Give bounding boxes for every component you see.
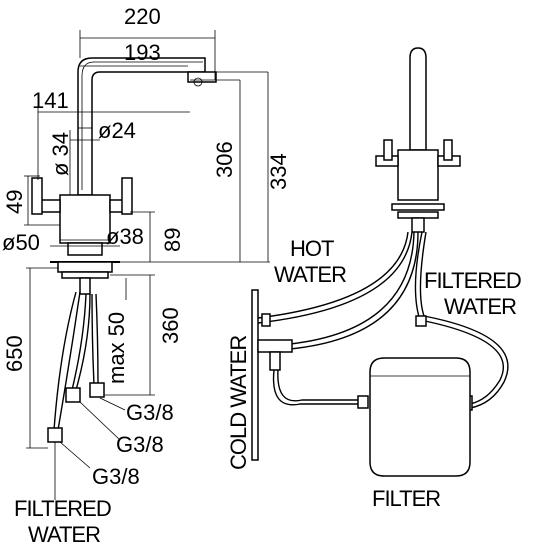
- cold-water-label: COLD WATER: [226, 336, 251, 470]
- dim-141: 141: [32, 88, 69, 113]
- dim-diameter-38: ø38: [106, 224, 144, 249]
- hot-water-label-2: WATER: [274, 262, 346, 287]
- thread-label-1: G3/8: [126, 400, 174, 425]
- filter-label: FILTER: [372, 486, 440, 511]
- dim-max-50: max 50: [104, 312, 129, 384]
- hot-water-label-1: HOT: [290, 236, 334, 261]
- tap-elevation-drawing: 220 193 141 ø24 ø 34 306 334 49 ø50 ø38 …: [2, 4, 291, 547]
- filtered-water-label-left-2: WATER: [28, 522, 100, 547]
- filtered-water-label-right-1: FILTERED: [424, 268, 521, 293]
- dim-220: 220: [124, 4, 161, 29]
- dim-49: 49: [2, 190, 27, 214]
- dim-650: 650: [2, 335, 27, 372]
- installation-schematic: HOT WATER FILTERED WATER COLD WATER FILT…: [226, 47, 522, 511]
- dim-360: 360: [158, 307, 183, 344]
- dim-89: 89: [160, 228, 185, 252]
- filtered-water-label-left-1: FILTERED: [14, 496, 111, 521]
- dim-diameter-24: ø24: [98, 118, 136, 143]
- dim-306: 306: [212, 141, 237, 178]
- filtered-water-label-right-2: WATER: [444, 294, 516, 319]
- dim-193: 193: [124, 40, 161, 65]
- thread-label-2: G3/8: [116, 432, 164, 457]
- thread-label-3: G3/8: [92, 464, 140, 489]
- dim-334: 334: [266, 153, 291, 190]
- dim-diameter-50: ø50: [2, 230, 40, 255]
- dim-diameter-34: ø 34: [48, 132, 73, 176]
